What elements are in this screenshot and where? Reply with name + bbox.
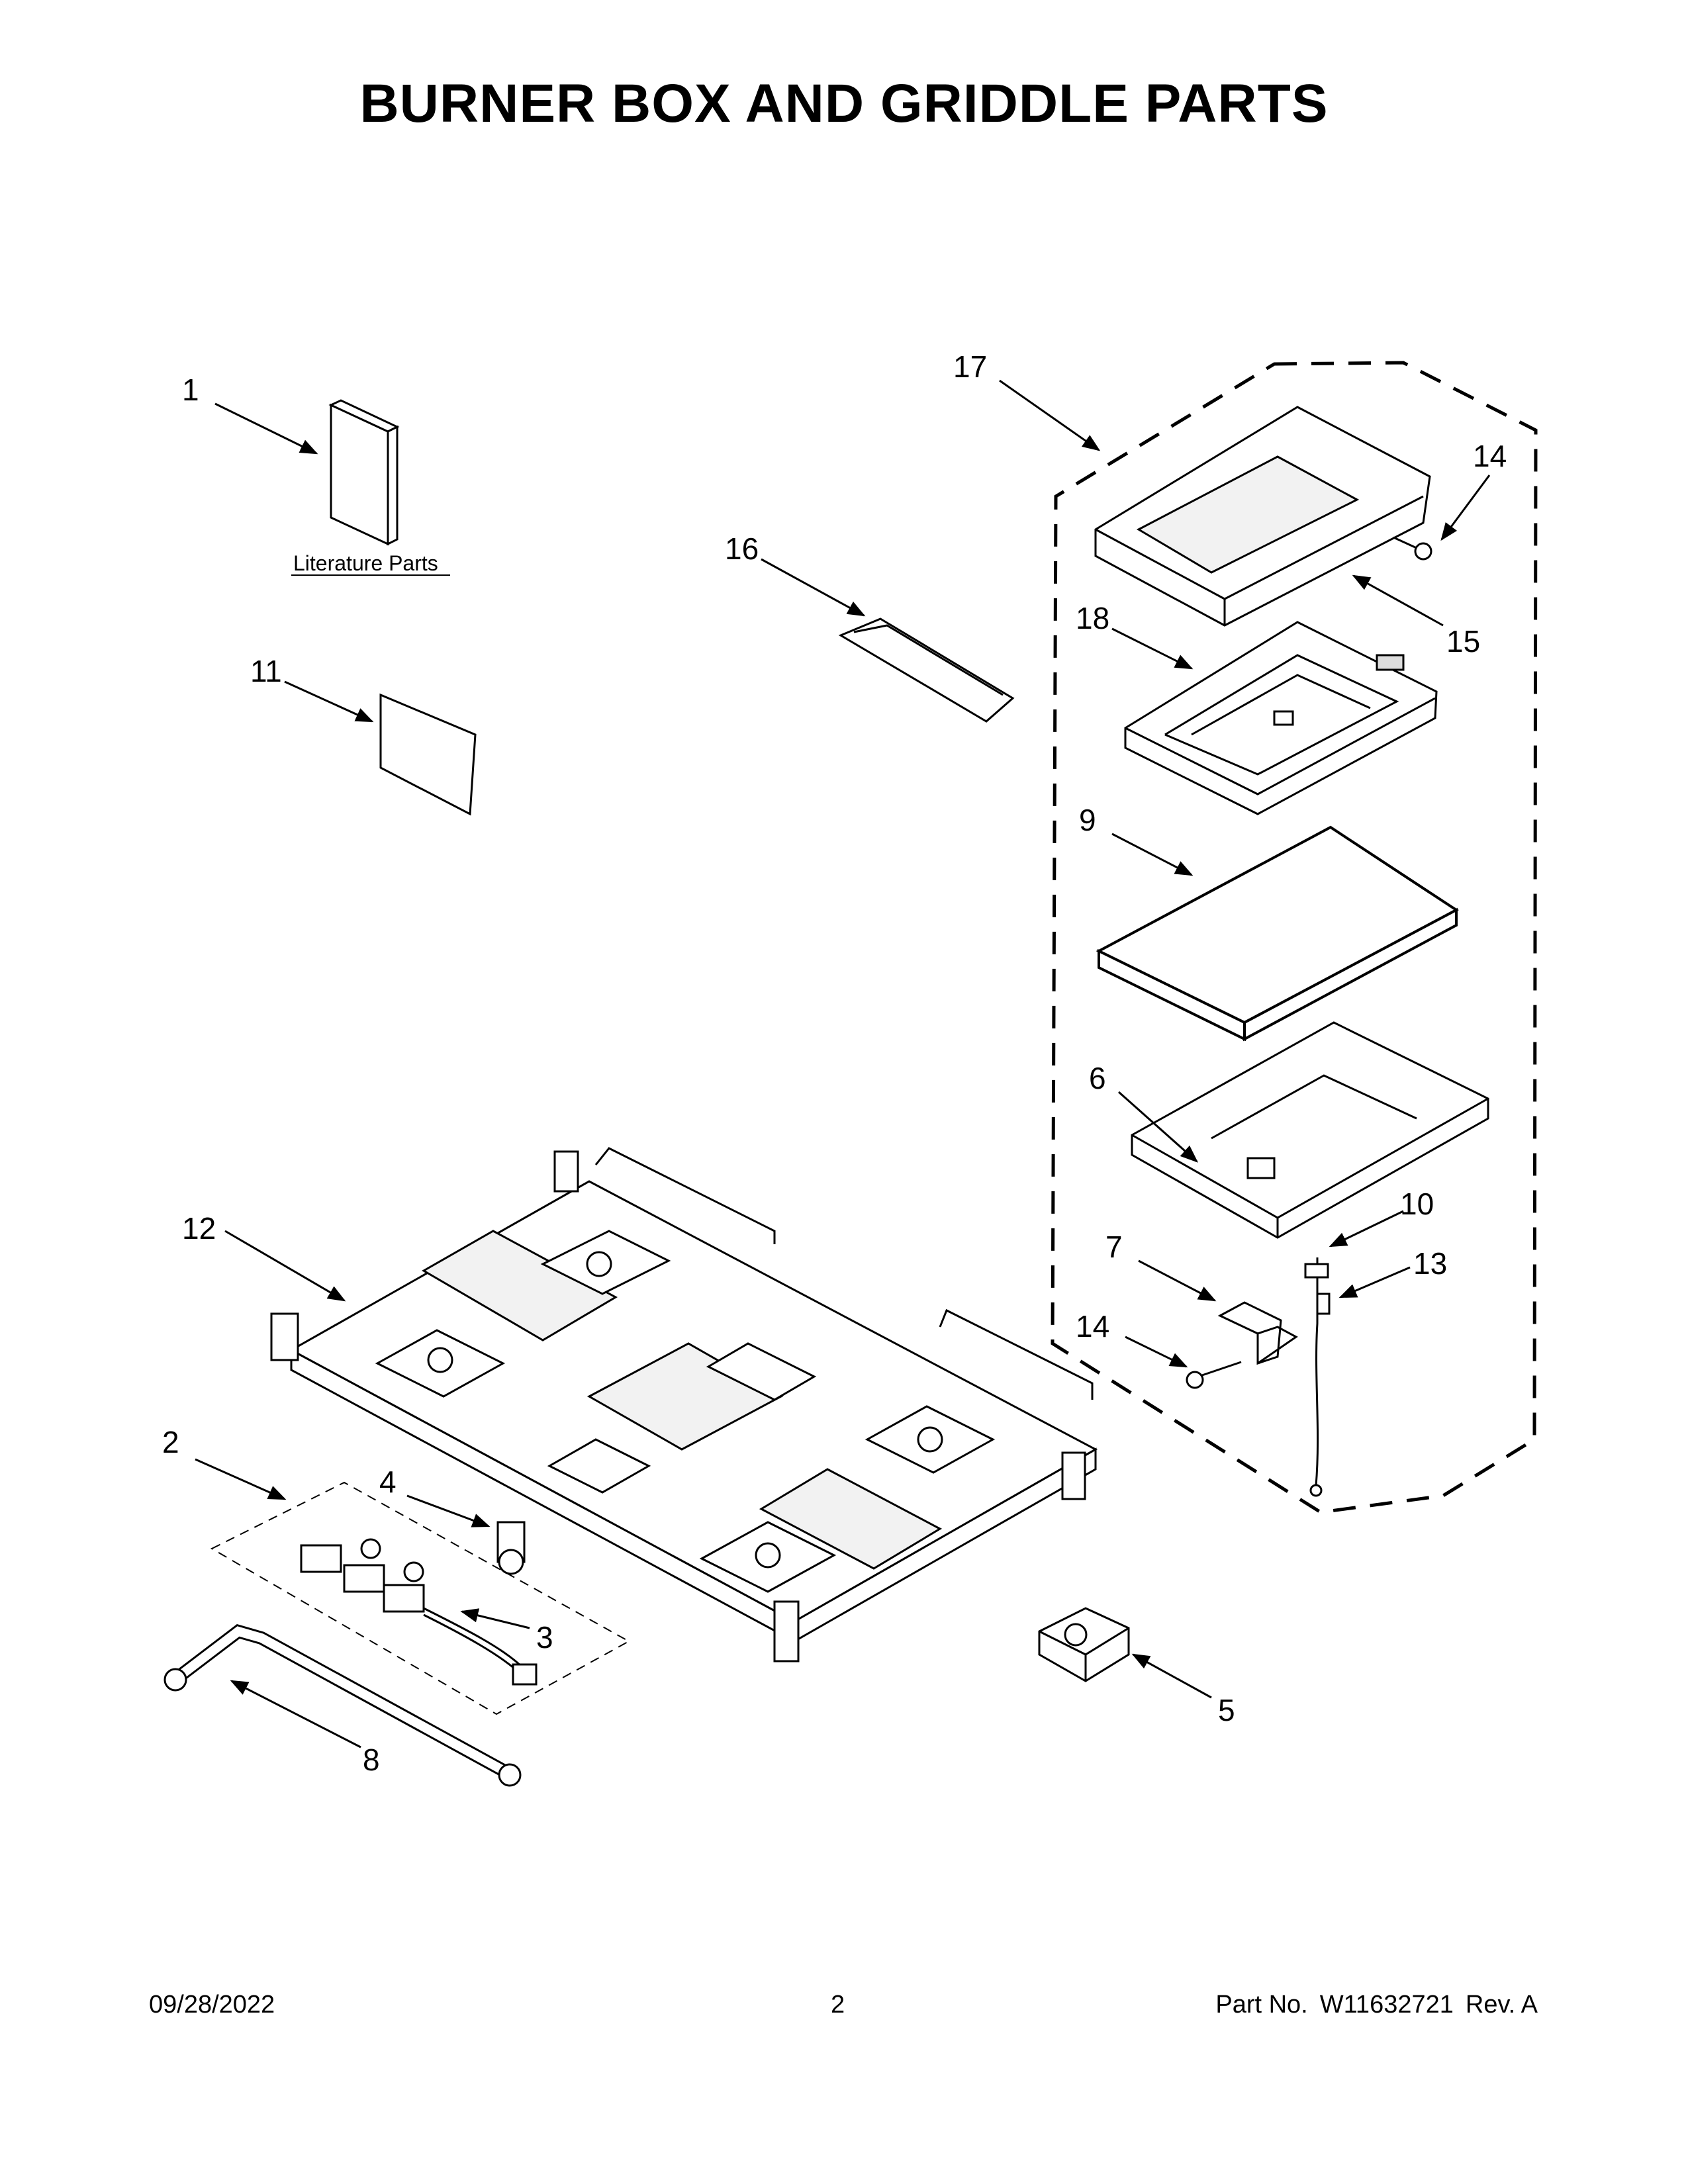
callout-9: 9 xyxy=(1079,803,1096,837)
page-title: BURNER BOX AND GRIDDLE PARTS xyxy=(359,73,1329,134)
callout-11: 11 xyxy=(250,654,282,688)
griddle-pan xyxy=(1094,406,1431,627)
pressure-regulator xyxy=(1038,1607,1130,1682)
callout-1: 1 xyxy=(182,373,199,407)
callout-4: 4 xyxy=(379,1465,397,1499)
footer-part-number: W11632721 xyxy=(1319,1991,1454,2019)
footer-part-label: Part No. xyxy=(1215,1991,1308,2019)
burner-box-base xyxy=(270,1147,1098,1662)
screw-13 xyxy=(1316,1293,1331,1315)
callout-2: 2 xyxy=(162,1425,179,1459)
mounting-bracket xyxy=(1217,1301,1298,1365)
callout-15: 15 xyxy=(1446,624,1480,659)
callout-14-lower: 14 xyxy=(1076,1309,1109,1343)
callout-10: 10 xyxy=(1400,1187,1434,1221)
valve-assembly-outline xyxy=(210,1481,631,1715)
callout-12: 12 xyxy=(182,1211,216,1246)
callout-17: 17 xyxy=(953,349,987,384)
callout-6: 6 xyxy=(1089,1061,1106,1095)
callout-14-top: 14 xyxy=(1473,439,1507,473)
insulation-pad xyxy=(1096,825,1459,1042)
literature-booklet xyxy=(328,399,400,546)
gasket-plate xyxy=(379,693,477,816)
screw-lower xyxy=(1186,1361,1242,1389)
callout-7: 7 xyxy=(1105,1230,1123,1264)
footer-page-number: 2 xyxy=(831,1991,845,2019)
callout-18: 18 xyxy=(1076,601,1109,635)
callout-8: 8 xyxy=(363,1743,380,1777)
callout-5: 5 xyxy=(1218,1693,1235,1727)
heating-element-frame xyxy=(1124,621,1438,815)
callout-arrows xyxy=(195,379,1491,1749)
callout-16: 16 xyxy=(725,531,759,566)
orifice-fitting xyxy=(496,1521,526,1575)
screw-top xyxy=(1393,536,1432,561)
drip-tray xyxy=(838,617,1015,723)
valve-manifold xyxy=(300,1538,538,1686)
footer-revision: Rev. A xyxy=(1465,1991,1538,2019)
literature-parts-label: Literature Parts xyxy=(293,551,438,575)
footer-part-info: Part No. W11632721 Rev. A xyxy=(1203,1991,1538,2019)
callout-3: 3 xyxy=(536,1620,553,1655)
support-tray xyxy=(1131,1021,1489,1239)
footer-date: 09/28/2022 xyxy=(149,1991,275,2019)
gas-tube xyxy=(164,1624,522,1787)
callout-13: 13 xyxy=(1413,1246,1447,1281)
